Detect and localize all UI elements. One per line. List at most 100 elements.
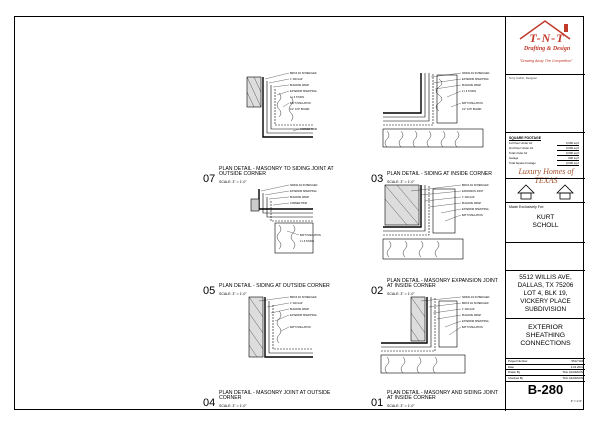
svg-text:EXTERIOR SHEATHING: EXTERIOR SHEATHING	[290, 314, 317, 317]
client-first-name: KURT	[536, 214, 555, 221]
sqft-label: 2nd Floor Under Air	[509, 146, 534, 150]
address-cell: 5512 WILLIS AVE, DALLAS, TX 75206 LOT 4,…	[506, 271, 585, 319]
sqft-label: Total Square Footage	[509, 161, 536, 165]
drawing-area: BRICK AS SCHEDULED 1" AIR GAP BUILDING WR…	[15, 17, 505, 411]
detail-number: 05	[203, 285, 216, 297]
detail-scale: SCALE: 3" = 1'-0"	[219, 404, 247, 408]
firm-contact-note: Terry Corbin, Designer	[509, 76, 537, 80]
address-line: 5512 WILLIS AVE,	[519, 274, 572, 281]
info-row: Project Number 5512 Will	[506, 359, 585, 365]
address-line: DALLAS, TX 75206	[517, 282, 574, 289]
title-block: T-N-T Drafting & Design "Drawing Away Th…	[505, 17, 585, 411]
detail-number: 04	[203, 397, 216, 409]
detail-number: 01	[371, 397, 384, 409]
svg-text:BUILDING WRAP: BUILDING WRAP	[462, 314, 482, 317]
svg-text:EXPANSION JOINT: EXPANSION JOINT	[462, 190, 484, 193]
house-seal-icon	[517, 184, 574, 200]
info-label: Date	[508, 364, 514, 369]
sqft-label: 1st Floor Under Air	[509, 141, 533, 145]
disclaimer-text	[506, 243, 585, 247]
client-name: KURT SCHOLL	[506, 214, 585, 230]
detail-title: PLAN DETAIL - SIDING AT OUTSIDE CORNER	[219, 283, 330, 290]
sqft-value: 0,000 sq ft	[557, 151, 579, 156]
detail-title: PLAN DETAIL - MASONRY TO SIDING JOINT AT…	[219, 165, 334, 178]
info-row: Date 3.22.2011	[506, 365, 585, 371]
svg-text:EXTERIOR SHEATHING: EXTERIOR SHEATHING	[462, 78, 489, 81]
svg-text:1" AIR GAP: 1" AIR GAP	[462, 308, 475, 311]
sqft-row: Total Square Footage 0,000 sq ft	[509, 161, 582, 166]
svg-text:2 x 6 STUDS: 2 x 6 STUDS	[290, 96, 304, 99]
detail-scale: SCALE: 3" = 1'-0"	[387, 404, 415, 408]
address-line: SUBDIVISION	[524, 306, 567, 313]
svg-text:BRICK AS SCHEDULED: BRICK AS SCHEDULED	[290, 296, 317, 299]
address-line: LOT 4, BLK 19,	[523, 290, 568, 297]
detail-scale: SCALE: 3" = 1'-0"	[387, 292, 415, 296]
svg-text:EXTERIOR SHEATHING: EXTERIOR SHEATHING	[462, 208, 489, 211]
sqft-value: 0,000 sq ft	[557, 141, 579, 146]
svg-text:BRICK AS SCHEDULED: BRICK AS SCHEDULED	[290, 72, 317, 75]
firm-logo-cell: T-N-T Drafting & Design "Drawing Away Th…	[506, 17, 585, 75]
detail-01-caption: 01 PLAN DETAIL - MASONRY AND SIDING JOIN…	[371, 383, 503, 409]
svg-text:SIDING AS SCHEDULED: SIDING AS SCHEDULED	[462, 296, 490, 299]
svg-text:BATT INSULATION: BATT INSULATION	[290, 326, 311, 329]
svg-text:BUILDING WRAP: BUILDING WRAP	[290, 308, 310, 311]
info-value: 3.22.2011	[570, 364, 583, 369]
detail-05-caption: 05 PLAN DETAIL - SIDING AT OUTSIDE CORNE…	[203, 271, 335, 297]
detail-title: PLAN DETAIL - SIDING AT INSIDE CORNER	[387, 171, 493, 178]
address-line: VICKERY PLACE	[520, 298, 571, 305]
sheet-number-cell: B-280 3" = 1'-0"	[506, 381, 585, 411]
sqft-value: 0,000 sq ft	[557, 146, 579, 151]
svg-text:1" AIR GAP: 1" AIR GAP	[462, 196, 475, 199]
sqft-label: Garage	[509, 156, 519, 160]
svg-text:CORNER TRIM: CORNER TRIM	[300, 128, 317, 131]
info-label: Drawn By	[508, 370, 521, 375]
svg-text:BUILDING WRAP: BUILDING WRAP	[290, 84, 310, 87]
sqft-row: Garage 000 sq ft	[509, 156, 582, 161]
detail-scale: SCALE: 3" = 1'-0"	[219, 180, 247, 184]
sqft-value: 000 sq ft	[557, 156, 579, 161]
detail-04: BRICK AS SCHEDULED 1" AIR GAP BUILDING WR…	[203, 291, 335, 409]
svg-text:2 x 6 STUDS: 2 x 6 STUDS	[300, 240, 314, 243]
info-label: Project Number	[508, 359, 528, 363]
detail-scale: SCALE: 3" = 1'-0"	[219, 292, 247, 296]
svg-text:EXTERIOR SHEATHING: EXTERIOR SHEATHING	[290, 190, 317, 193]
project-address: 5512 WILLIS AVE, DALLAS, TX 75206 LOT 4,…	[506, 271, 585, 314]
detail-title: PLAN DETAIL - MASONRY EXPANSION JOINT AT…	[387, 277, 498, 290]
svg-text:EXTERIOR SHEATHING: EXTERIOR SHEATHING	[462, 320, 489, 323]
sheet-scale: 3" = 1'-0"	[570, 399, 582, 403]
sheet-title-line: SHEATHING	[525, 332, 566, 339]
detail-number: 07	[203, 173, 216, 185]
sqft-row: 1st Floor Under Air 0,000 sq ft	[509, 141, 582, 146]
svg-text:BATT INSULATION: BATT INSULATION	[462, 214, 483, 217]
svg-text:SIDING AS SCHEDULED: SIDING AS SCHEDULED	[290, 184, 318, 187]
svg-text:1" AIR GAP: 1" AIR GAP	[290, 302, 303, 305]
detail-number: 02	[371, 285, 384, 297]
info-value: 5512 Will	[571, 359, 583, 363]
detail-04-drawing: BRICK AS SCHEDULED 1" AIR GAP BUILDING WR…	[248, 296, 317, 358]
firm-subtitle: Drafting & Design	[523, 46, 571, 52]
info-label: Checked By	[508, 376, 524, 381]
detail-07-drawing: BRICK AS SCHEDULED 1" AIR GAP BUILDING WR…	[246, 72, 317, 138]
sqft-value: 0,000 sq ft	[557, 161, 579, 166]
svg-text:1" AIR GAP: 1" AIR GAP	[290, 78, 303, 81]
detail-01: SIDING AS SCHEDULED BRICK AS SCHEDULED 1"…	[371, 291, 503, 409]
detail-title: PLAN DETAIL - MASONRY AND SIDING JOINT A…	[387, 389, 498, 402]
svg-text:EXTERIOR SHEATHING: EXTERIOR SHEATHING	[290, 90, 317, 93]
detail-07-caption: 07 PLAN DETAIL - MASONRY TO SIDING JOINT…	[203, 159, 335, 185]
detail-05: SIDING AS SCHEDULED EXTERIOR SHEATHING BU…	[203, 179, 335, 297]
svg-text:BRICK AS SCHEDULED: BRICK AS SCHEDULED	[462, 302, 489, 305]
seal-cell	[506, 179, 585, 203]
made-for-label: Made Exclusively For:	[509, 205, 545, 209]
svg-text:BUILDING WRAP: BUILDING WRAP	[290, 196, 310, 199]
firm-tagline: "Drawing Away The Competition"	[519, 59, 573, 63]
detail-title: PLAN DETAIL - MASONRY JOINT AT OUTSIDE C…	[219, 389, 331, 402]
sheet-number: B-280	[527, 382, 564, 397]
svg-text:CORNER TRIM: CORNER TRIM	[290, 202, 307, 205]
detail-03-caption: 03 PLAN DETAIL - SIDING AT INSIDE CORNER…	[371, 159, 503, 185]
